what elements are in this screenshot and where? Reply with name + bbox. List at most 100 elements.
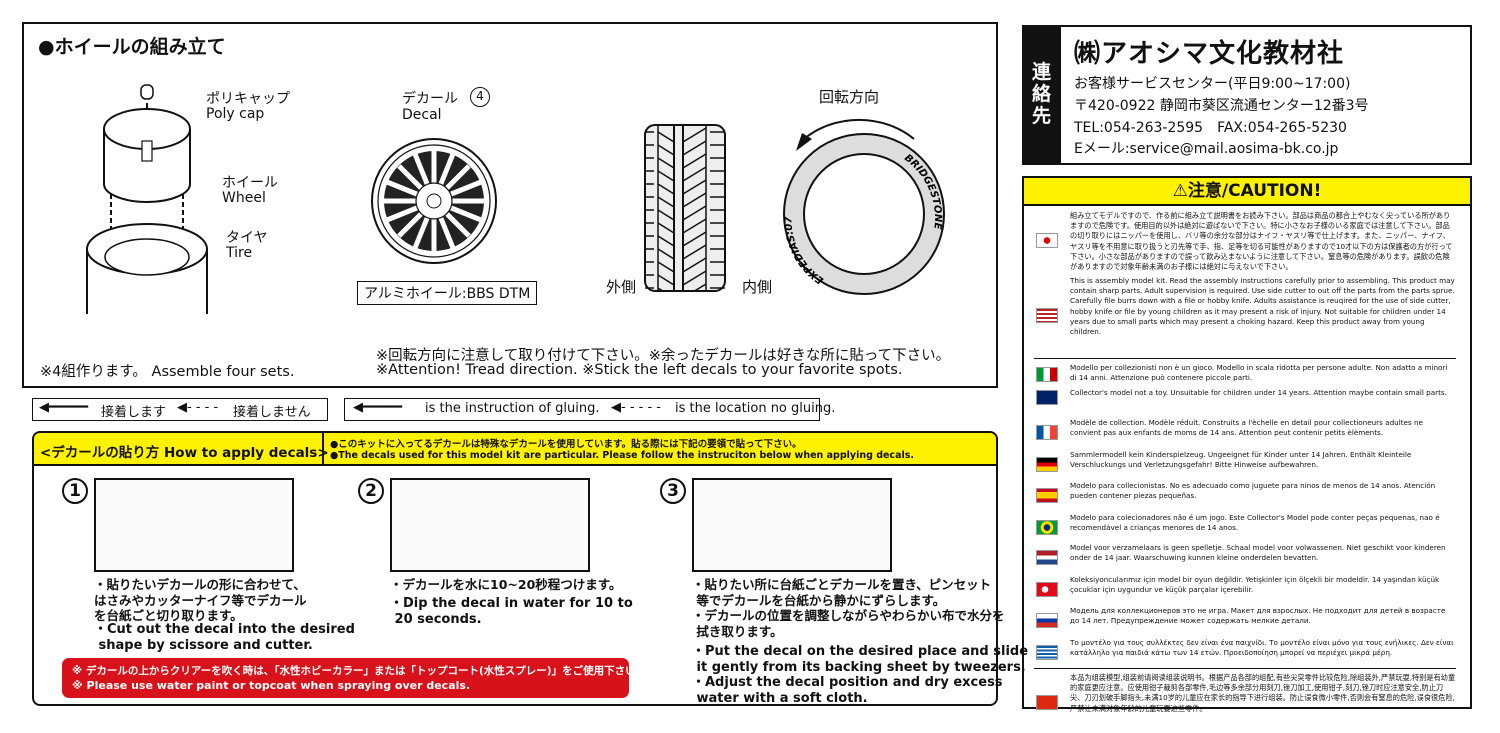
step-number: 3 — [660, 478, 686, 504]
caution-text: Modèle de collection. Modèle réduit. Con… — [1070, 418, 1423, 438]
arrow-dashed-icon: ◀- - - - — [177, 400, 219, 415]
poly-cap-label-jp: ポリキャップ — [206, 91, 290, 107]
flag-brazil-icon — [1036, 520, 1058, 535]
phone-fax: TEL:054-263-2595 FAX:054-265-5230 — [1074, 120, 1347, 136]
caution-text: This is assembly model kit. Read the ass… — [1070, 276, 1455, 337]
arrow-solid-icon: ◀━━━━━ — [39, 400, 89, 415]
step-text-jp: ・デカールを水に10~20秒程つけます。 — [390, 577, 622, 592]
step-illustration — [390, 478, 590, 572]
caution-text: Modelo para collecionistas. No es adecua… — [1070, 481, 1436, 501]
caution-text: 本品为组装模型,组装前请阅读组装说明书。根据产品各部的组配,有些尖突零件比较危险… — [1070, 673, 1456, 713]
inner-side-label: 内側 — [742, 278, 773, 296]
glue-legend-en: ◀━━━━━ is the instruction of gluing. ◀- … — [344, 398, 835, 421]
email: Eメール:service@mail.aosima-bk.co.jp — [1074, 141, 1339, 157]
company-name: ㈱アオシマ文化教材社 — [1074, 39, 1345, 69]
caution-text: Modelo para colecionadores não é um jogo… — [1070, 513, 1440, 533]
contact-label-strip: 連絡先 — [1024, 27, 1061, 163]
flag-china-icon — [1036, 695, 1058, 710]
wheel-label-en: Wheel — [222, 190, 266, 206]
wheel-name-box: アルミホイール:BBS DTM — [357, 281, 538, 305]
rotation-direction-label: 回転方向 — [819, 88, 880, 106]
caution-item-spain: Modelo para collecionistas. No es adecua… — [1024, 481, 1470, 511]
divider — [1034, 668, 1456, 669]
poly-cap-label-en: Poly cap — [206, 106, 265, 122]
flag-italy-icon — [1036, 367, 1058, 382]
tread-note-en: ※Attention! Tread direction. ※Stick the … — [376, 362, 903, 378]
step-illustration — [692, 478, 892, 572]
tread-note-jp: ※回転方向に注意して取り付けて下さい。※余ったデカールは好きな所に貼って下さい。 — [376, 348, 951, 364]
noglue-label: is the location no gluing. — [675, 401, 836, 416]
step-number: 1 — [62, 478, 88, 504]
flag-japan-icon — [1036, 233, 1058, 248]
decal-howto-header: <デカールの貼り方 How to apply decals> ●このキットに入っ… — [34, 433, 996, 466]
decal-howto-title: <デカールの貼り方 How to apply decals> — [40, 445, 329, 461]
glue-legend-jp: ◀━━━━━ 接着します ◀- - - - 接着しません — [32, 398, 328, 421]
tire-sidewall-illustration: EXPEDIAS:07 BRIDGESTONE — [783, 118, 945, 295]
tire-label-jp: タイヤ — [226, 230, 268, 246]
caution-text: Model voor verzamelaars is geen spelletj… — [1070, 543, 1446, 563]
caution-text: Το μοντέλο για τους συλλέκτες δεν είναι … — [1070, 638, 1454, 658]
glue-label: 接着します — [101, 405, 167, 420]
step-text-en: ・Dip the decal in water for 10 to 20 sec… — [390, 596, 633, 627]
caution-item-greece: Το μοντέλο για τους συλλέκτες δεν είναι … — [1024, 638, 1470, 668]
caution-text: Модель для коллекционеров это не игра. М… — [1070, 606, 1446, 626]
decal-number: 4 — [470, 87, 490, 107]
wheel-assembly-diagram — [86, 84, 208, 314]
caution-item-russia: Модель для коллекционеров это не игра. М… — [1024, 606, 1470, 636]
spray-warning: ※ デカールの上からクリアーを吹く時は、「水性ホビーカラー」または「トップコート… — [62, 658, 646, 698]
step-text-en: ・Cut out the decal into the desired shap… — [94, 622, 355, 653]
flag-germany-icon — [1036, 457, 1058, 472]
step-illustration — [94, 478, 294, 572]
divider — [1034, 358, 1456, 359]
wheel-label-jp: ホイール — [222, 175, 278, 191]
contact-label: 連絡先 — [1032, 61, 1052, 127]
address: 〒420-0922 静岡市葵区流通センター12番3号 — [1074, 98, 1369, 114]
wheel-assembly-panel: ●ホイールの組み立て ポリキャップ Poly cap ホイール Wheel タイ… — [22, 22, 998, 388]
assemble-sets-note: ※4組作ります。 Assemble four sets. — [40, 364, 295, 380]
flag-turkey-icon — [1036, 582, 1058, 597]
glue-label: is the instruction of gluing. — [425, 401, 600, 416]
caution-text: Koleksiyoncularımız için model bir oyun … — [1070, 575, 1440, 595]
tire-label-en: Tire — [226, 245, 253, 261]
caution-item-netherlands: Model voor verzamelaars is geen spelletj… — [1024, 543, 1470, 573]
arrow-dashed-icon: ◀- - - - - — [611, 400, 661, 415]
caution-item-brazil: Modelo para colecionadores não é um jogo… — [1024, 513, 1470, 543]
flag-usa-icon — [1036, 308, 1058, 323]
tread-pattern-illustration — [644, 124, 726, 292]
caution-text: Collector's model not a toy. Unsuitable … — [1070, 388, 1447, 397]
spray-warning-jp: ※ デカールの上からクリアーを吹く時は、「水性ホビーカラー」または「トップコート… — [72, 665, 647, 677]
flag-russia-icon — [1036, 613, 1058, 628]
caution-text: 組み立てモデルですので、作る前に組み立て説明書をお読み下さい。部品は商品の都合上… — [1070, 211, 1453, 272]
decal-intro-jp: ●このキットに入ってるデカールは特殊なデカールを使用しています。貼る際には下記の… — [330, 439, 802, 450]
caution-text: Modello per collezionisti non è un gioco… — [1070, 363, 1448, 383]
decal-label-jp: デカール — [402, 91, 458, 107]
flag-netherlands-icon — [1036, 550, 1058, 565]
caution-item-china: 本品为组装模型,组装前请阅读组装说明书。根据产品各部的组配,有些尖突零件比较危险… — [1024, 668, 1470, 733]
spray-warning-en: ※ Please use water paint or topcoat when… — [72, 679, 471, 692]
caution-header: ⚠注意/CAUTION! — [1024, 178, 1470, 206]
caution-item-japan: 組み立てモデルですので、作る前に組み立て説明書をお読み下さい。部品は商品の都合上… — [1024, 211, 1470, 271]
caution-item-turkey: Koleksiyoncularımız için model bir oyun … — [1024, 575, 1470, 605]
outer-side-label: 外側 — [606, 278, 637, 296]
noglue-label: 接着しません — [233, 405, 311, 420]
caution-item-germany: Sammlermodell kein Kinderspielzeug. Unge… — [1024, 450, 1470, 480]
service-hours: お客様サービスセンター(平日9:00~17:00) — [1074, 76, 1351, 92]
flag-france-icon — [1036, 425, 1058, 440]
step-number: 2 — [358, 478, 384, 504]
step-text-jp: ・貼りたいデカールの形に合わせて、 はさみやカッターナイフ等でデカール を台紙ご… — [94, 577, 307, 623]
step-text-en: ・Put the decal on the desired place and … — [692, 644, 1029, 706]
flag-greece-icon — [1036, 645, 1058, 660]
caution-item-uk: Collector's model not a toy. Unsuitable … — [1024, 388, 1470, 408]
step-text-jp: ・貼りたい所に台紙ごとデカールを置き、ピンセット 等でデカールを台紙から静かにず… — [692, 577, 1005, 639]
flag-spain-icon — [1036, 488, 1058, 503]
arrow-solid-icon: ◀━━━━━ — [353, 400, 403, 415]
caution-title: ⚠注意/CAUTION! — [1172, 181, 1322, 201]
decal-label-en: Decal — [402, 107, 442, 123]
contact-panel: 連絡先 ㈱アオシマ文化教材社 お客様サービスセンター(平日9:00~17:00)… — [1022, 25, 1472, 165]
caution-item-italy: Modello per collezionisti non è un gioco… — [1024, 358, 1470, 387]
decal-intro-en: ●The decals used for this model kit are … — [330, 450, 914, 461]
caution-text: Sammlermodell kein Kinderspielzeug. Unge… — [1070, 450, 1412, 470]
caution-item-france: Modèle de collection. Modèle réduit. Con… — [1024, 418, 1470, 448]
decal-howto-panel: <デカールの貼り方 How to apply decals> ●このキットに入っ… — [32, 431, 998, 706]
section-title: ●ホイールの組み立て — [38, 36, 226, 58]
